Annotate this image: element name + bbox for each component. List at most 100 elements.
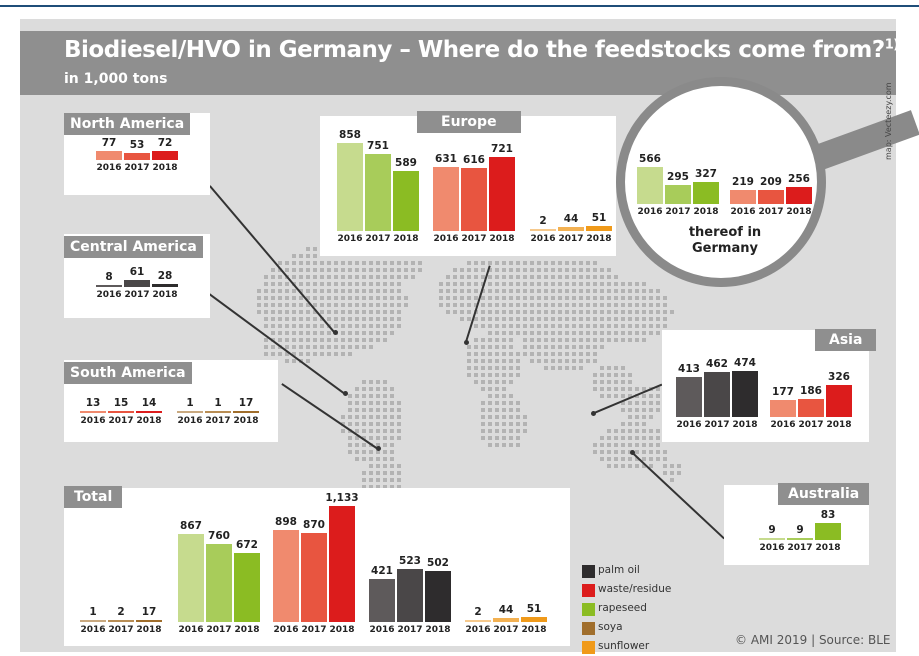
map-dot bbox=[397, 268, 401, 272]
map-dot bbox=[656, 436, 660, 440]
map-dot bbox=[558, 303, 562, 307]
map-dot bbox=[523, 282, 527, 286]
map-dot bbox=[306, 289, 310, 293]
legend-label-waste_residue: waste/residue bbox=[598, 583, 672, 595]
map-dot bbox=[551, 303, 555, 307]
map-dot bbox=[467, 359, 471, 363]
map-dot bbox=[565, 331, 569, 335]
bar-rapeseed-2016 bbox=[337, 143, 363, 231]
map-dot bbox=[621, 366, 625, 370]
map-dot bbox=[369, 317, 373, 321]
bar-waste-residue-2016 bbox=[730, 189, 756, 204]
value-label: 72 bbox=[157, 137, 173, 150]
map-dot bbox=[271, 345, 275, 349]
map-dot bbox=[348, 408, 352, 412]
value-label: 616 bbox=[463, 154, 485, 167]
map-dot bbox=[558, 359, 562, 363]
map-dot bbox=[488, 345, 492, 349]
map-dot bbox=[376, 436, 380, 440]
map-dot bbox=[579, 303, 583, 307]
map-dot bbox=[341, 268, 345, 272]
map-dot bbox=[600, 296, 604, 300]
map-dot bbox=[383, 338, 387, 342]
map-dot bbox=[271, 275, 275, 279]
map-dot bbox=[467, 268, 471, 272]
map-dot bbox=[649, 324, 653, 328]
map-dot bbox=[551, 296, 555, 300]
map-dot bbox=[579, 331, 583, 335]
map-dot bbox=[600, 338, 604, 342]
value-label: 2 bbox=[474, 606, 482, 618]
map-dot bbox=[292, 289, 296, 293]
map-dot bbox=[649, 429, 653, 433]
map-dot bbox=[516, 331, 520, 335]
map-dot bbox=[390, 478, 394, 482]
map-dot bbox=[551, 268, 555, 272]
map-dot bbox=[614, 296, 618, 300]
map-dot bbox=[600, 289, 604, 293]
map-dot bbox=[362, 478, 366, 482]
map-dot bbox=[467, 310, 471, 314]
map-dot bbox=[516, 443, 520, 447]
map-dot bbox=[460, 268, 464, 272]
bar-waste-residue-2017 bbox=[798, 398, 824, 417]
map-dot bbox=[390, 457, 394, 461]
map-dot bbox=[341, 303, 345, 307]
map-dot bbox=[656, 331, 660, 335]
map-dot bbox=[642, 401, 646, 405]
map-dot bbox=[369, 268, 373, 272]
year-label: 2016 bbox=[759, 543, 785, 553]
map-dot bbox=[537, 282, 541, 286]
map-dot bbox=[537, 303, 541, 307]
map-dot bbox=[551, 282, 555, 286]
year-label: 2016 bbox=[770, 420, 796, 430]
map-dot bbox=[516, 436, 520, 440]
bar-waste-residue-2017 bbox=[461, 168, 487, 231]
map-dot bbox=[467, 289, 471, 293]
map-dot bbox=[488, 380, 492, 384]
map-dot bbox=[369, 478, 373, 482]
map-dot bbox=[516, 373, 520, 377]
map-dot bbox=[495, 443, 499, 447]
map-dot bbox=[495, 373, 499, 377]
title-footnote-marker: 1) bbox=[884, 37, 900, 53]
map-dot bbox=[502, 408, 506, 412]
map-dot bbox=[558, 289, 562, 293]
year-label: 2016 bbox=[637, 207, 663, 217]
map-dot bbox=[586, 317, 590, 321]
map-dot bbox=[509, 324, 513, 328]
map-dot bbox=[327, 268, 331, 272]
map-dot bbox=[446, 275, 450, 279]
map-dot bbox=[530, 310, 534, 314]
map-dot bbox=[383, 289, 387, 293]
map-dot bbox=[544, 282, 548, 286]
map-dot bbox=[488, 282, 492, 286]
map-dot bbox=[369, 296, 373, 300]
map-dot bbox=[565, 303, 569, 307]
map-dot bbox=[600, 457, 604, 461]
map-dot bbox=[586, 331, 590, 335]
map-dot bbox=[320, 338, 324, 342]
map-dot bbox=[306, 254, 310, 258]
map-dot bbox=[642, 324, 646, 328]
map-dot bbox=[663, 303, 667, 307]
map-dot bbox=[376, 303, 380, 307]
map-dot bbox=[264, 310, 268, 314]
map-dot bbox=[327, 289, 331, 293]
map-dot bbox=[530, 359, 534, 363]
map-dot bbox=[516, 352, 520, 356]
map-dot bbox=[327, 338, 331, 342]
map-dot bbox=[663, 296, 667, 300]
map-dot bbox=[320, 352, 324, 356]
map-dot bbox=[495, 366, 499, 370]
map-dot bbox=[390, 394, 394, 398]
value-label: 474 bbox=[734, 356, 756, 369]
legend-swatch-palm_oil bbox=[582, 565, 595, 578]
map-dot bbox=[313, 303, 317, 307]
map-dot bbox=[635, 387, 639, 391]
map-dot bbox=[488, 289, 492, 293]
map-dot bbox=[677, 464, 681, 468]
map-dot bbox=[292, 296, 296, 300]
map-dot bbox=[607, 366, 611, 370]
map-dot bbox=[369, 275, 373, 279]
